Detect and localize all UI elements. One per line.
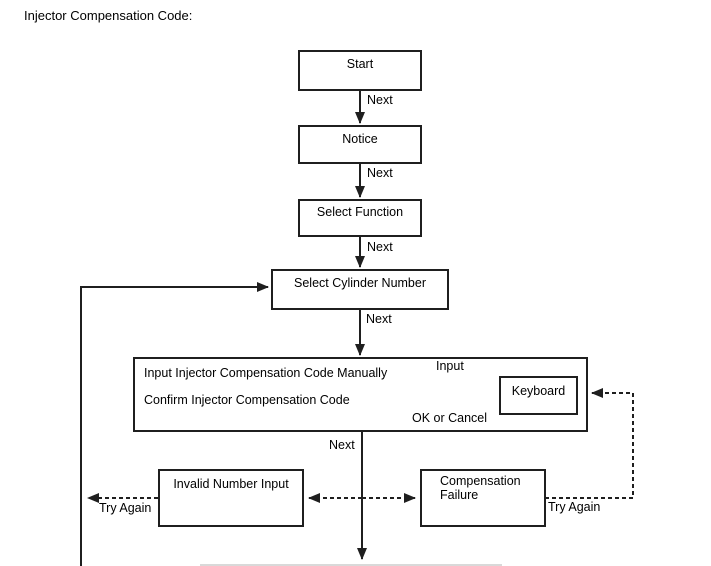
flow-node-select-function-label: Select Function [316, 205, 404, 219]
edge-label-ok-or-cancel: OK or Cancel [412, 411, 488, 425]
flow-node-compensation-failure: Compensation Failure [420, 469, 546, 527]
flow-node-select-cylinder-number-label: Select Cylinder Number [294, 276, 426, 290]
flow-node-compensation-failure-label: Compensation Failure [440, 474, 521, 502]
edge-label-try-again-right: Try Again [548, 500, 601, 514]
flow-node-notice: Notice [298, 125, 422, 164]
edge-label-input: Input [436, 359, 464, 373]
loopback-rail-to-select-cylinder [80, 282, 269, 566]
page-title: Injector Compensation Code: [24, 8, 193, 23]
flow-node-invalid-number-input: Invalid Number Input [158, 469, 304, 527]
dashed-try-again-right [545, 388, 634, 499]
flow-node-keyboard: Keyboard [499, 376, 578, 415]
edge-label-next-2: Next [367, 166, 393, 180]
flow-node-select-function: Select Function [298, 199, 422, 237]
edge-label-next-3: Next [367, 240, 393, 254]
flow-node-notice-label: Notice [342, 132, 378, 146]
flow-node-start: Start [298, 50, 422, 91]
flow-node-input-confirm: Input Injector Compensation Code Manuall… [133, 357, 588, 432]
flow-node-invalid-number-input-label: Invalid Number Input [173, 477, 289, 491]
edge-label-next-4: Next [366, 312, 392, 326]
flow-node-keyboard-label: Keyboard [511, 384, 566, 398]
edge-label-next-5: Next [329, 438, 355, 452]
flow-node-select-cylinder-number: Select Cylinder Number [271, 269, 449, 310]
confirm-code-text: Confirm Injector Compensation Code [144, 393, 350, 407]
edge-label-next-1: Next [367, 93, 393, 107]
flow-node-start-label: Start [346, 57, 374, 71]
edge-label-try-again-left: Try Again [99, 501, 152, 515]
input-code-manually-text: Input Injector Compensation Code Manuall… [144, 366, 388, 380]
